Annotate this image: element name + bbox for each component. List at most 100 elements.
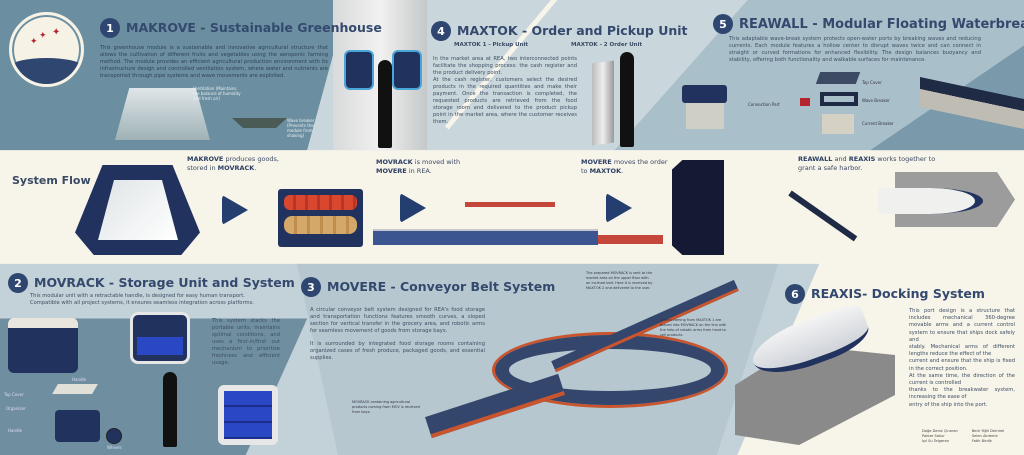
section-maxtok: 4 MAXTOK - Order and Pickup Unit MAXTOK 1… bbox=[431, 21, 688, 48]
section-body: A circular conveyor belt system designed… bbox=[310, 307, 485, 362]
section-number: 2 bbox=[8, 273, 28, 293]
conveyor-extension bbox=[598, 235, 663, 244]
section-movere: 3 MOVERE - Conveyor Belt System bbox=[301, 277, 555, 297]
section-title-text: REAXIS- Docking System bbox=[811, 285, 985, 301]
person-silhouette bbox=[620, 52, 634, 147]
body-line: This port design is a structure that inc… bbox=[909, 308, 1015, 343]
subtitle-order: MAXTOK - 2 Order Unit bbox=[571, 42, 643, 48]
subtitle-pickup: MAXTOK 1 - Pickup Unit bbox=[454, 42, 529, 48]
body-line: thanks to the breakwater system, increas… bbox=[909, 387, 1015, 401]
section-number: 6 bbox=[785, 284, 805, 304]
wave-breaker-image bbox=[232, 118, 287, 128]
flow-text: and bbox=[832, 155, 849, 163]
flow-text: moves the order to bbox=[581, 158, 668, 175]
section-title-text: MAXTOK - Order and Pickup Unit bbox=[457, 22, 688, 38]
credit-name: Fatih Birdik bbox=[971, 439, 992, 443]
pickup-window bbox=[392, 50, 422, 90]
body-line: stably. Mechanical arms of different len… bbox=[909, 344, 1015, 358]
label-wave-breaker: Wave Breaker bbox=[862, 98, 890, 103]
section-title-text: MOVERE - Conveyor Belt System bbox=[327, 278, 556, 294]
note-robotic-arms: Orders coming from MAXTOK 1 are placed i… bbox=[660, 318, 727, 337]
person-silhouette bbox=[163, 372, 177, 447]
label-ventilation: Ventilation (Maintains the balance of hu… bbox=[193, 86, 241, 101]
flow-emph: MOVRACK bbox=[376, 158, 413, 166]
section-title-text: MOVRACK - Storage Unit and System bbox=[34, 274, 295, 290]
body-para: At the cash register, customers select t… bbox=[433, 77, 577, 125]
credit-name: Berk Yiğit Demirel bbox=[971, 429, 1005, 433]
current-breaker-image bbox=[822, 114, 854, 134]
section-reawall: 5 REAWALL - Modular Floating Waterbreak T… bbox=[713, 14, 1024, 64]
section-makrove: 1 MAKROVE - Sustainable Greenhouse This g… bbox=[100, 18, 382, 80]
flow-text: in REA. bbox=[406, 167, 432, 175]
movere-conveyor-image bbox=[373, 229, 598, 245]
credit-name: Pakize Sakur bbox=[922, 434, 945, 438]
flow-arrow-icon bbox=[606, 193, 632, 223]
body-line: current and ensure that the ship is fixe… bbox=[909, 358, 1015, 372]
logo-emblem: ✦✦✦ bbox=[9, 12, 84, 87]
connection-part-image bbox=[800, 98, 810, 106]
label-current-breaker: Current Breaker bbox=[862, 121, 894, 126]
section-title: 1 MAKROVE - Sustainable Greenhouse bbox=[100, 18, 382, 38]
movrack-stack-image bbox=[130, 312, 190, 364]
movrack-box-image bbox=[8, 318, 78, 373]
flow-emph: MOVRACK bbox=[217, 164, 255, 172]
section-body: This modular unit with a retractable han… bbox=[30, 293, 254, 306]
flow-text: produces goods, stored in bbox=[187, 155, 280, 172]
credit-name: Selen Akdemir bbox=[971, 434, 998, 438]
flow-emph: REAWALL bbox=[798, 155, 833, 163]
section-number: 4 bbox=[431, 21, 451, 41]
top-cover-image bbox=[815, 72, 861, 84]
flow-step-3: MOVERE moves the order to MAXTOK. bbox=[581, 158, 676, 176]
order-kiosk-image bbox=[592, 60, 614, 146]
section-number: 3 bbox=[301, 277, 321, 297]
body-line: At the same time, the direction of the c… bbox=[909, 372, 1015, 387]
flow-step-2: MOVRACK is moved with MOVERE in REA. bbox=[376, 158, 476, 176]
section-body: In the market area at REA, two interconn… bbox=[433, 56, 577, 126]
wheel-detail-icon bbox=[106, 428, 122, 444]
flow-emph: MOVERE bbox=[581, 158, 612, 166]
body-para: It is surrounded by integrated food stor… bbox=[310, 341, 485, 361]
note-incline: The prepared MOVRACK is sent to the mark… bbox=[586, 271, 653, 290]
flow-emph: MAKROVE bbox=[187, 155, 224, 163]
label-wheels: Wheels bbox=[107, 445, 122, 450]
section-number: 1 bbox=[100, 18, 120, 38]
flow-emph: MAXTOK bbox=[589, 167, 622, 175]
flow-step-1: MAKROVE produces goods, stored in MOVRAC… bbox=[187, 155, 297, 173]
section-title-text: REAWALL - Modular Floating Waterbreak bbox=[739, 16, 1024, 32]
label-connection-part: Connection Part bbox=[748, 102, 780, 107]
credit-name: Doğa Deniz Çinaran bbox=[922, 429, 958, 433]
section-body: This greenhouse module is a sustainable … bbox=[100, 45, 328, 79]
label-wave-breaker: Wave breaker (Prevents the module from s… bbox=[287, 118, 315, 138]
reawall-module-image bbox=[682, 85, 727, 103]
body-line: entry of the ship into the port. bbox=[909, 401, 988, 408]
flow-step-4: REAWALL and REAXIS works together to gra… bbox=[798, 155, 948, 173]
label-handle: Handle bbox=[8, 428, 23, 433]
flow-text: works together to grant a safe harbor. bbox=[798, 155, 936, 172]
harbor-ship-image bbox=[878, 188, 983, 214]
section-body-2: This system stacks the portable units, m… bbox=[212, 318, 280, 366]
flow-text: . bbox=[621, 167, 624, 175]
section-body: This adaptable wave-break system protect… bbox=[729, 36, 981, 63]
system-flow-title: System Flow bbox=[12, 174, 91, 187]
movrack-cabinet-image bbox=[218, 385, 278, 445]
greenhouse-image bbox=[115, 88, 210, 140]
section-body: This port design is a structure that inc… bbox=[909, 308, 1015, 409]
flow-text: . bbox=[254, 164, 257, 172]
movrack-rack-image bbox=[278, 189, 363, 247]
label-top-cover: Top Cover bbox=[862, 80, 882, 85]
section-number: 5 bbox=[713, 14, 733, 34]
section-title-text: MAKROVE - Sustainable Greenhouse bbox=[126, 19, 382, 35]
label-handle: Handle bbox=[72, 377, 87, 382]
flow-emph: REAXIS bbox=[848, 155, 876, 163]
conveyor-incline bbox=[465, 202, 555, 207]
movrack-cover-image bbox=[52, 384, 98, 394]
flow-arrow-icon bbox=[222, 195, 248, 225]
maxtok-window-image bbox=[672, 160, 724, 255]
person-silhouette bbox=[378, 60, 392, 148]
credit-name: Işıl Su Telgeran bbox=[922, 439, 950, 443]
flow-text: is moved with bbox=[412, 158, 461, 166]
section-movrack: 2 MOVRACK - Storage Unit and System This … bbox=[8, 273, 295, 307]
flow-emph: MOVERE bbox=[376, 167, 407, 175]
reawall-module-base bbox=[686, 103, 724, 129]
